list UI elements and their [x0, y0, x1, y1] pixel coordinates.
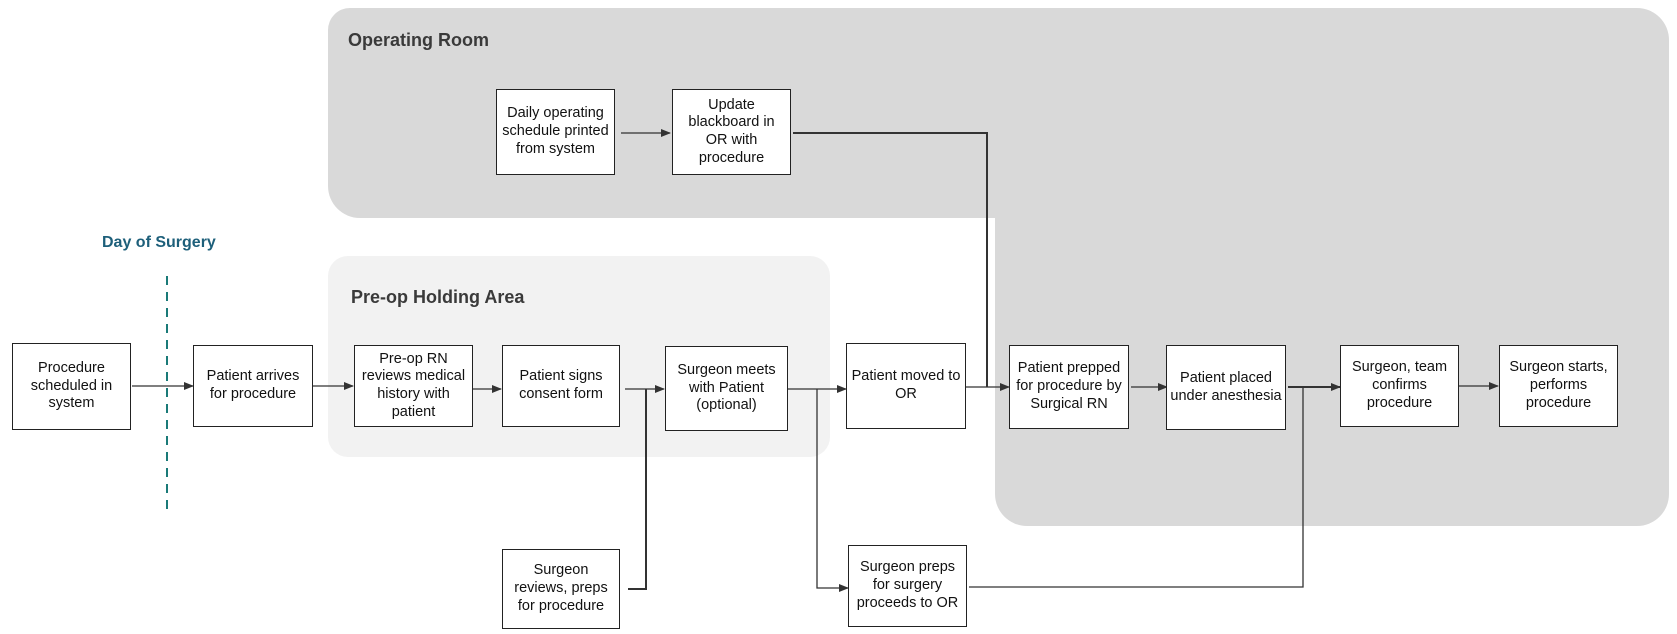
- connector: [628, 389, 647, 590]
- connector: [969, 387, 1304, 588]
- operating-room-title: Operating Room: [348, 30, 490, 50]
- step-surgeon-reviews-preps: Surgeon reviews, preps for procedure: [502, 549, 620, 629]
- step-procedure-scheduled: Procedure scheduled in system: [12, 343, 131, 430]
- step-patient-moved-to-or: Patient moved to OR: [846, 343, 966, 429]
- step-team-confirms: Surgeon, team confirms procedure: [1340, 345, 1459, 427]
- step-surgeon-starts: Surgeon starts, performs procedure: [1499, 345, 1618, 427]
- step-patient-prepped: Patient prepped for procedure by Surgica…: [1009, 345, 1129, 429]
- day-of-surgery-label: Day of Surgery: [102, 234, 216, 251]
- step-surgeon-preps-surgery: Surgeon preps for surgery proceeds to OR: [848, 545, 967, 627]
- step-update-blackboard: Update blackboard in OR with procedure: [672, 89, 791, 175]
- step-preop-rn-reviews: Pre-op RN reviews medical history with p…: [354, 345, 473, 427]
- step-patient-arrives: Patient arrives for procedure: [193, 345, 313, 427]
- preop-holding-title: Pre-op Holding Area: [351, 287, 525, 307]
- connector: [816, 389, 849, 592]
- step-daily-schedule-printed: Daily operating schedule printed from sy…: [496, 89, 615, 175]
- step-patient-signs-consent: Patient signs consent form: [502, 345, 620, 427]
- operating-room-region: [328, 8, 1669, 526]
- step-surgeon-meets-patient: Surgeon meets with Patient (optional): [665, 346, 788, 431]
- step-patient-anesthesia: Patient placed under anesthesia: [1166, 345, 1286, 430]
- connector: [793, 132, 988, 387]
